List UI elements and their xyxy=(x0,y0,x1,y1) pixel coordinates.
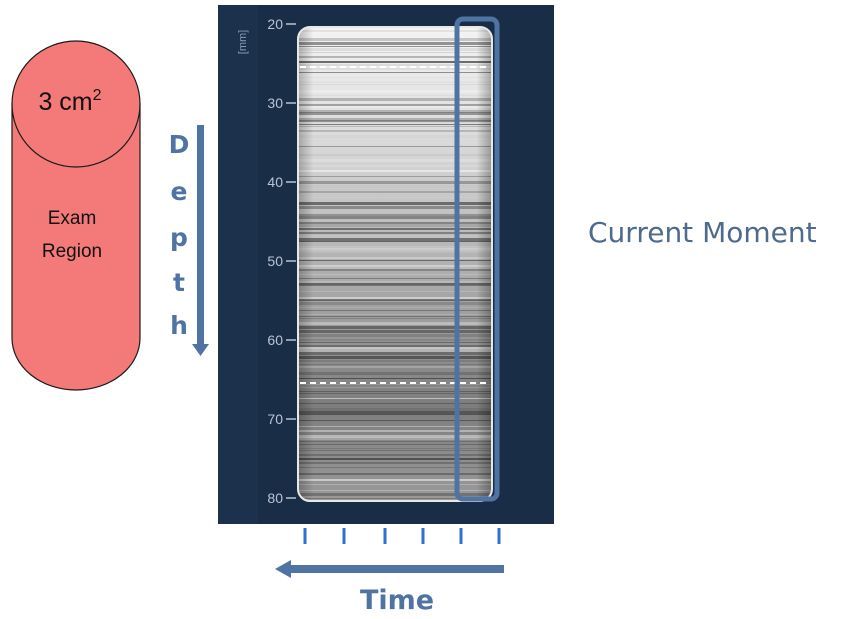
depth-letter-t: t xyxy=(173,268,185,297)
depth-arrow xyxy=(192,125,209,356)
unit-label: [mm] xyxy=(237,30,249,54)
depth-tick-label: 30 xyxy=(267,95,283,111)
depth-tick-label: 80 xyxy=(267,490,283,506)
depth-ticks: 20 30 40 50 60 70 80 xyxy=(267,16,296,506)
depth-letter-e: e xyxy=(170,177,188,206)
image-border xyxy=(297,26,493,502)
cylinder-top xyxy=(11,40,141,168)
depth-letter-d: D xyxy=(168,130,190,159)
depth-letter-p: p xyxy=(170,223,188,252)
depth-tick-label: 40 xyxy=(267,174,283,190)
depth-tick-label: 70 xyxy=(267,411,283,427)
depth-tick-label: 50 xyxy=(267,253,283,269)
time-ticks xyxy=(303,528,501,544)
cylinder-body xyxy=(11,103,141,391)
scan-panel: [mm] 20 30 40 50 60 70 80 xyxy=(218,5,554,524)
current-moment-label: Current Moment xyxy=(588,216,817,249)
exam-label: Exam xyxy=(48,208,97,229)
m-mode-image xyxy=(298,27,492,501)
current-moment-highlight xyxy=(454,16,500,502)
region-label: Region xyxy=(42,241,102,262)
depth-letter-h: h xyxy=(170,311,188,340)
depth-tick-label: 20 xyxy=(267,16,283,32)
time-arrow xyxy=(275,560,504,578)
area-label: 3 cm2 xyxy=(38,87,101,116)
time-label: Time xyxy=(360,585,435,616)
depth-tick-label: 60 xyxy=(267,332,283,348)
exam-region-cylinder: 3 cm2 Exam Region xyxy=(11,40,141,391)
